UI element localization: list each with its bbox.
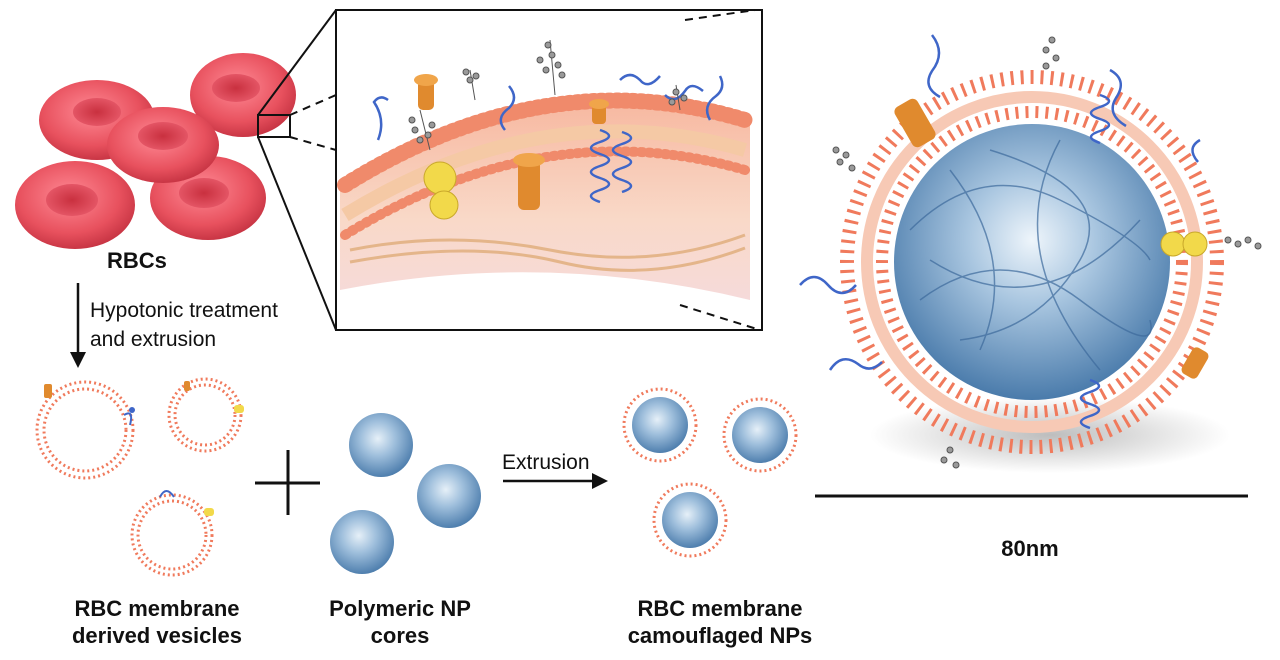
label-scale: 80nm: [1001, 536, 1059, 561]
zoom-lines: [257, 9, 337, 331]
glycan-chains: [832, 36, 1262, 469]
helix-protein: [589, 128, 633, 204]
zoom-region-box: [257, 114, 291, 138]
vesicle: [35, 380, 135, 480]
arrow-right: [503, 473, 608, 489]
vesicle: [167, 377, 244, 453]
polysaccharide-strands: [799, 34, 1201, 430]
rbc-cell: [15, 161, 135, 249]
camouflaged-np: [622, 387, 698, 463]
rbc-cell: [107, 107, 219, 183]
label-cores-line2: cores: [370, 623, 430, 648]
vesicle: [130, 490, 214, 577]
label-step1-line2: and extrusion: [90, 328, 217, 351]
label-vesicles-line1: RBC membrane: [74, 596, 240, 621]
membrane-protein-orange: [513, 153, 545, 210]
arrow-down: [70, 283, 86, 368]
label-cores-line1: Polymeric NP: [329, 596, 471, 621]
np-core: [417, 464, 481, 528]
rbc-cluster: [15, 53, 296, 249]
label-rbcs: RBCs: [107, 248, 167, 273]
label-vesicles-line2: derived vesicles: [71, 623, 242, 648]
label-extrusion: Extrusion: [502, 451, 590, 474]
membrane-protein-orange: [894, 98, 936, 148]
camouflaged-np: [652, 482, 728, 558]
rbc-membrane-vesicles: [35, 377, 244, 577]
membrane-protein-yellow: [1160, 231, 1208, 257]
np-core: [330, 510, 394, 574]
label-camo-line2: camouflaged NPs: [627, 623, 813, 648]
membrane-inset: [335, 9, 763, 331]
glycan-chains: [408, 39, 688, 151]
polymeric-np-cores: [330, 413, 481, 574]
polymer-strands: [909, 139, 1152, 371]
membrane-protein-orange: [414, 74, 438, 110]
membrane-protein-yellow: [423, 161, 459, 220]
membrane-protein-orange: [1181, 347, 1209, 379]
np-core: [349, 413, 413, 477]
camouflaged-np: [722, 397, 798, 473]
label-camo-line1: RBC membrane: [637, 596, 803, 621]
plus-icon: [255, 450, 320, 515]
camouflaged-nps: [622, 387, 798, 558]
large-camouflaged-np: [799, 34, 1262, 473]
membrane-protein-orange: [589, 99, 609, 124]
label-step1-line1: Hypotonic treatment: [90, 299, 278, 322]
